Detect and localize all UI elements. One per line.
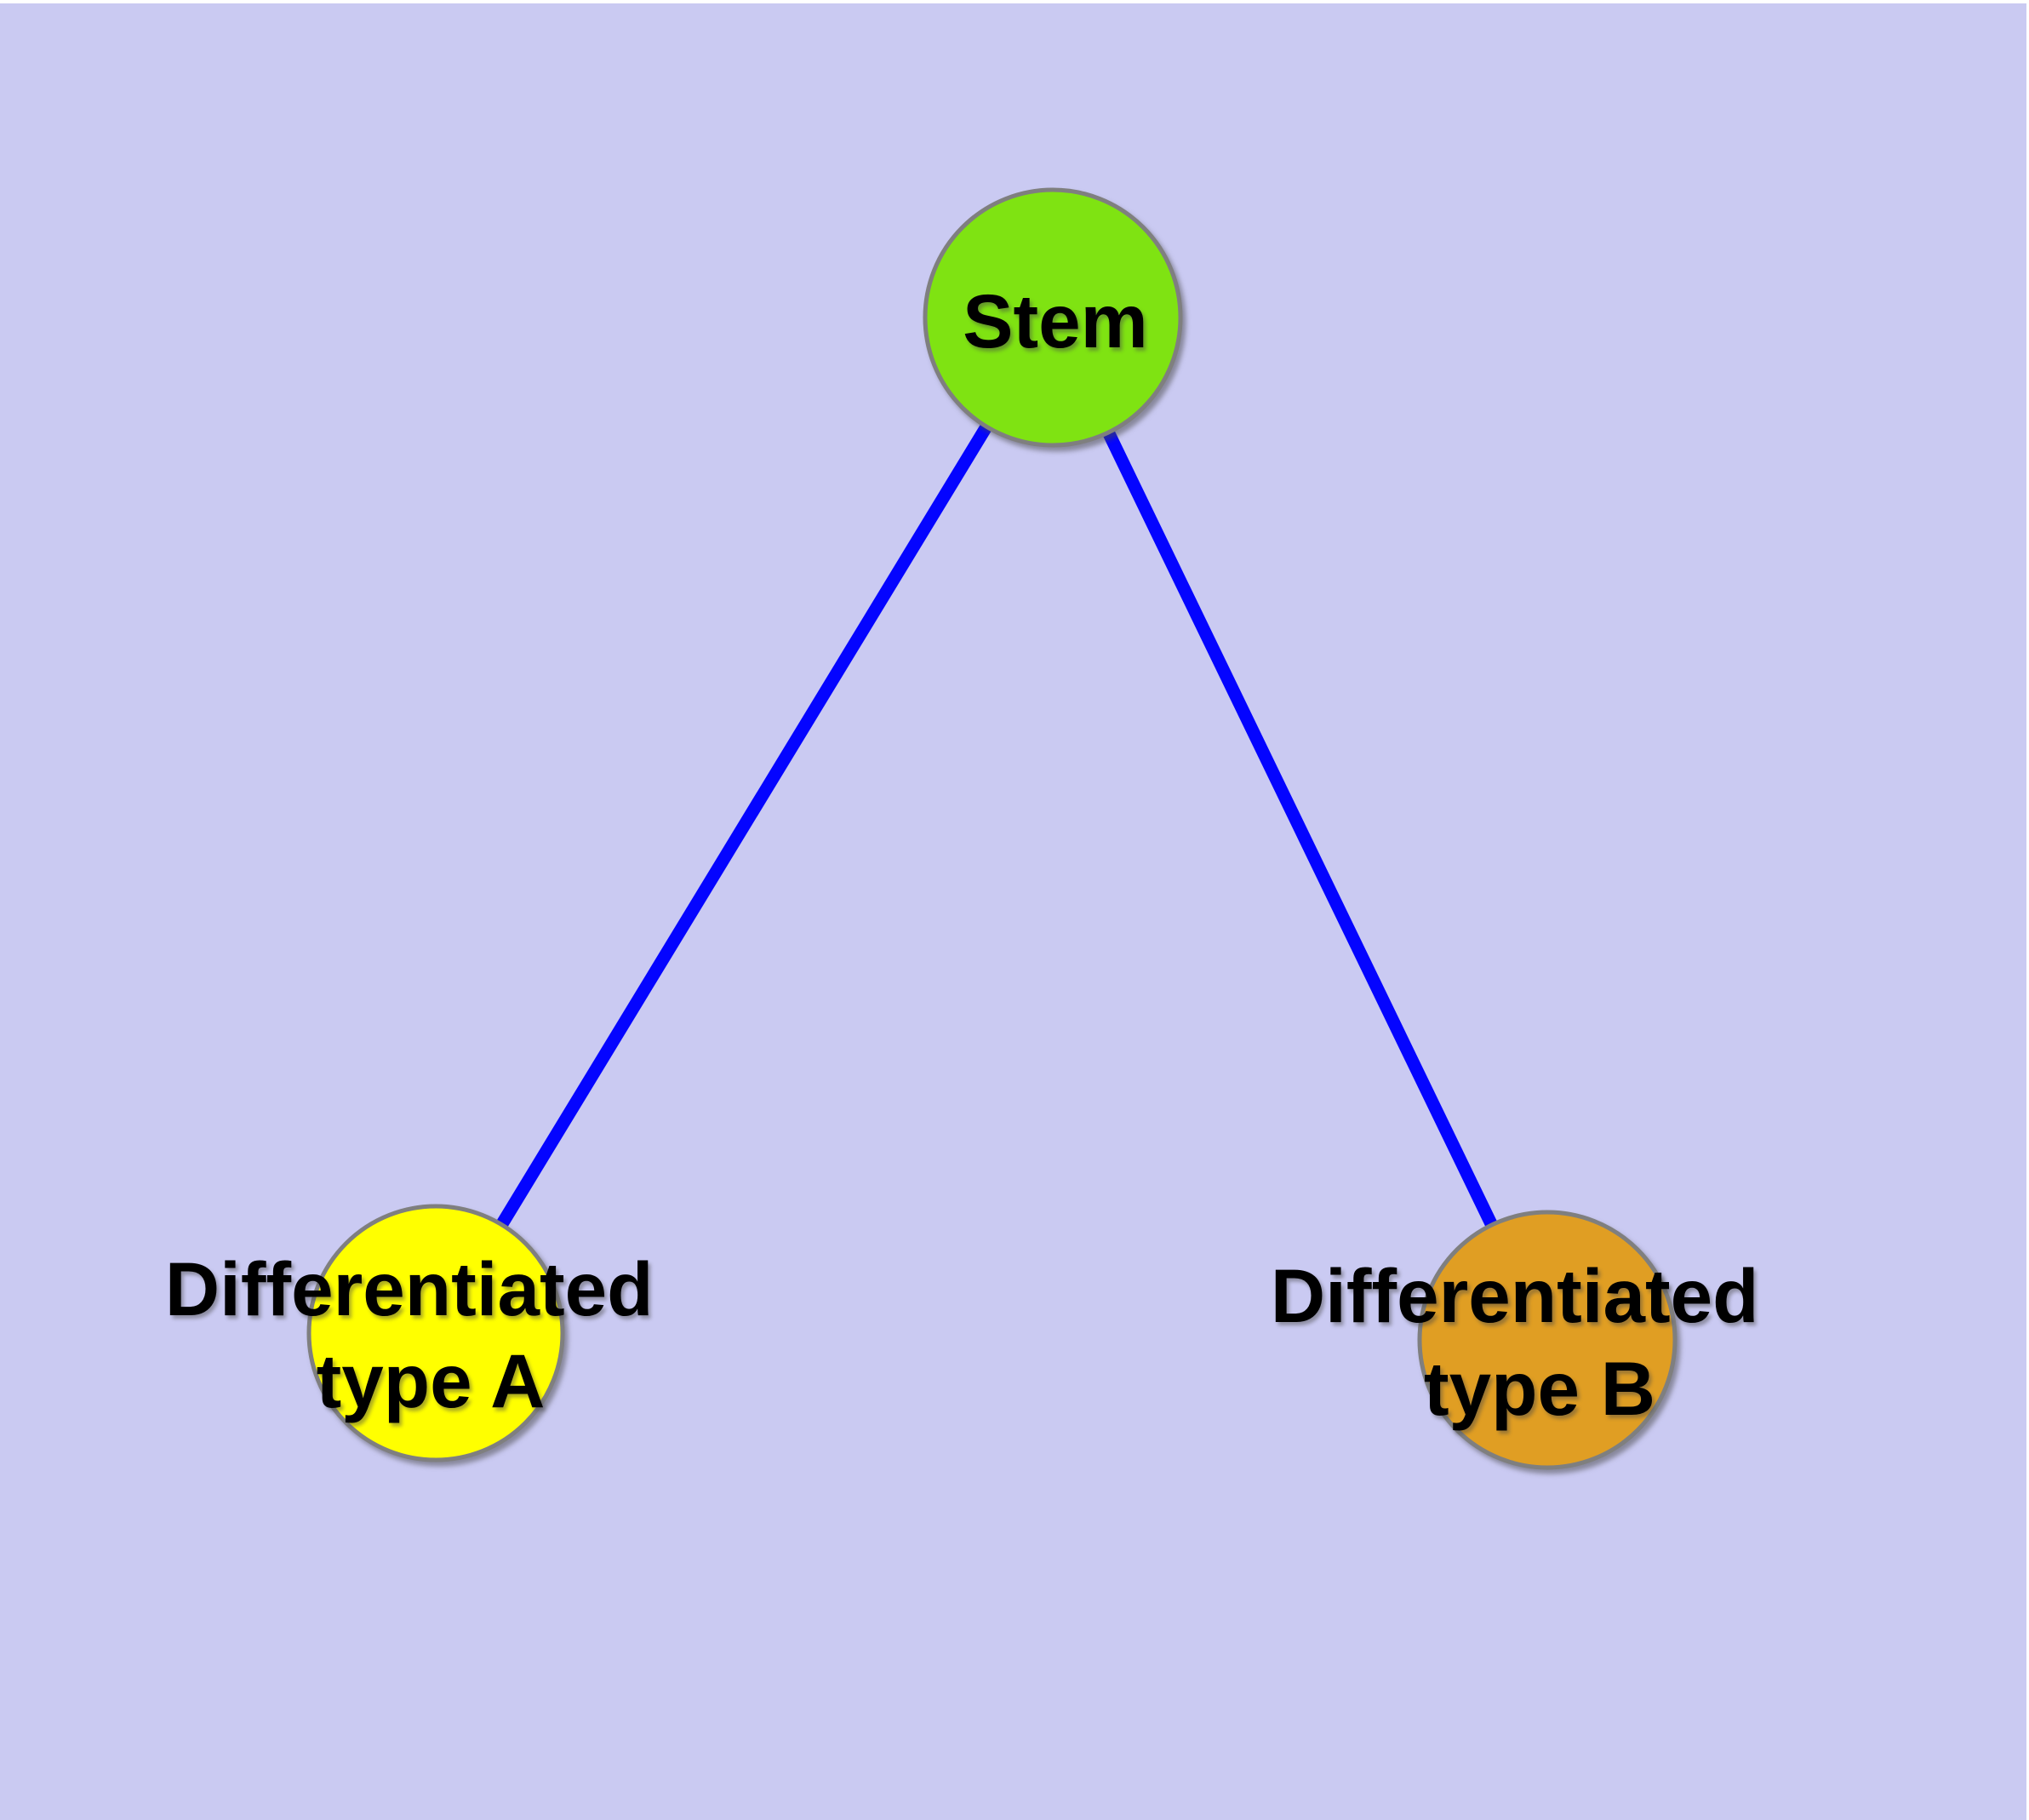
node-type-a-label: Differentiated type A <box>165 1246 674 1423</box>
node-type-a-circle <box>306 1204 565 1462</box>
edge-stem-to-type-a <box>430 314 1059 1336</box>
edges <box>430 314 1553 1343</box>
node-stem-label: Stem <box>963 278 1148 363</box>
edge-stem-to-type-b <box>1047 314 1553 1343</box>
node-type-b-circle <box>1417 1210 1677 1470</box>
node-stem: Stem <box>923 187 1183 448</box>
node-differentiated-type-a: Differentiated type A <box>165 1204 674 1462</box>
node-differentiated-type-b: Differentiated type B <box>1271 1210 1780 1470</box>
node-stem-circle <box>923 187 1183 448</box>
node-type-b-label: Differentiated type B <box>1271 1253 1780 1431</box>
